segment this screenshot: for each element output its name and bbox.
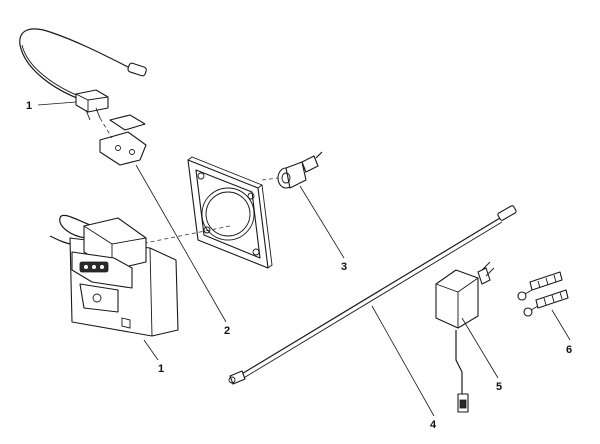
part-1-control-unit: [49, 214, 179, 337]
part-1-top-sensor: [19, 28, 147, 121]
callout-1-top: 1: [26, 100, 32, 112]
mounting-frame: [187, 156, 273, 269]
leader-lines: [37, 101, 571, 417]
callout-1-bottom: 1: [158, 363, 164, 375]
callout-6: 6: [566, 344, 572, 356]
callout-2: 2: [224, 325, 230, 337]
part-2-bracket: [99, 114, 147, 166]
part-6-screws-plugs: [517, 271, 569, 317]
alignment-line: [129, 225, 231, 247]
part-4-cable: [228, 205, 517, 385]
callout-5: 5: [496, 381, 502, 393]
callout-4: 4: [430, 419, 437, 431]
callout-3: 3: [341, 261, 347, 273]
part-3-connector: [261, 151, 323, 189]
part-5-power-adapter: [435, 261, 495, 413]
